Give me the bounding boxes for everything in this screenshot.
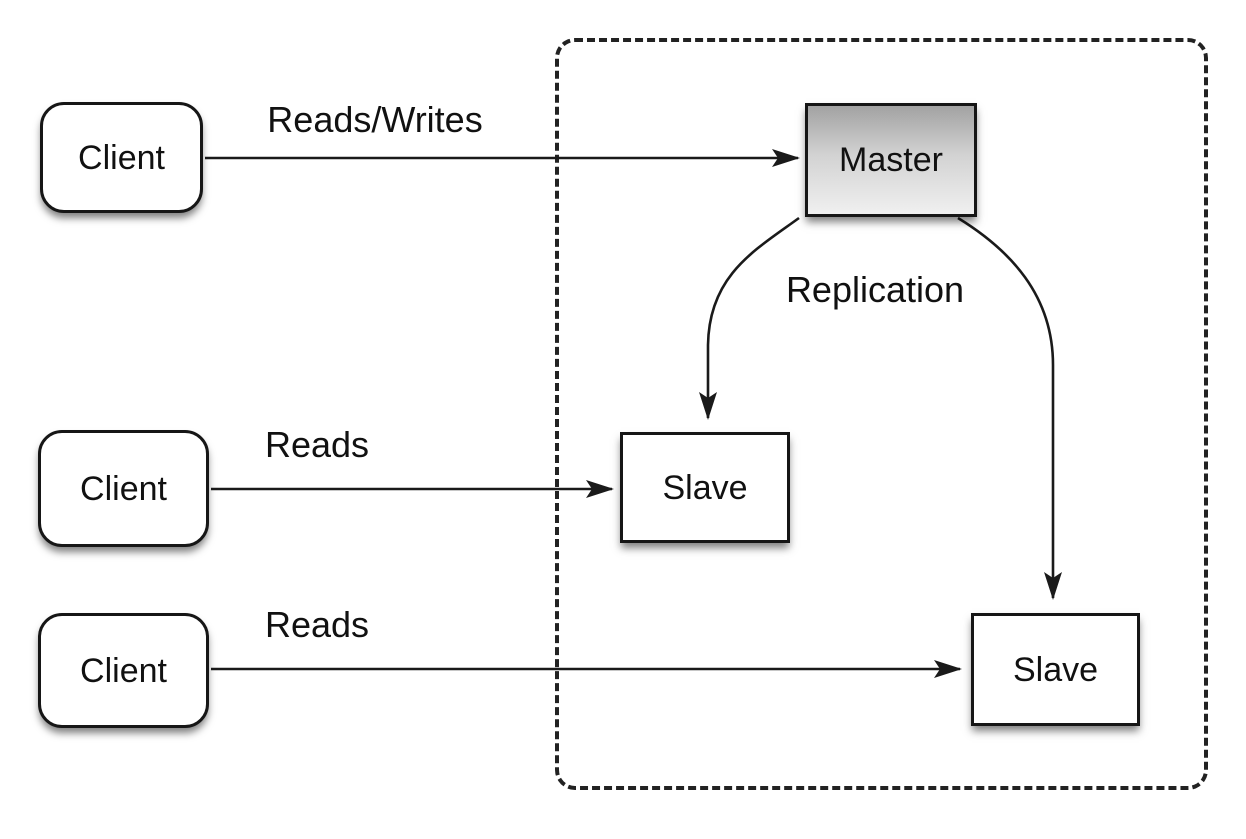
slave-node-1: Slave — [620, 432, 790, 543]
edge-label-replication: Replication — [785, 269, 965, 310]
slave-node-2-label: Slave — [1012, 650, 1099, 689]
edge-label-reads-writes: Reads/Writes — [267, 99, 483, 140]
edge-label-reads-slave1: Reads — [264, 424, 370, 465]
master-node-label: Master — [839, 141, 943, 179]
client-node-2-label: Client — [80, 469, 167, 508]
client-node-1: Client — [40, 102, 203, 213]
replication-cluster-boundary — [555, 38, 1208, 790]
slave-node-2: Slave — [971, 613, 1140, 726]
client-node-3: Client — [38, 613, 209, 728]
master-node: Master — [805, 103, 977, 217]
client-node-3-label: Client — [80, 651, 167, 690]
client-node-1-label: Client — [78, 138, 165, 177]
slave-node-1-label: Slave — [662, 468, 748, 507]
arrow-replication-master-to-slave1 — [699, 216, 800, 420]
edge-label-reads-slave2: Reads — [264, 604, 370, 645]
arrow-replication-master-to-slave2 — [957, 216, 1062, 600]
client-node-2: Client — [38, 430, 209, 547]
